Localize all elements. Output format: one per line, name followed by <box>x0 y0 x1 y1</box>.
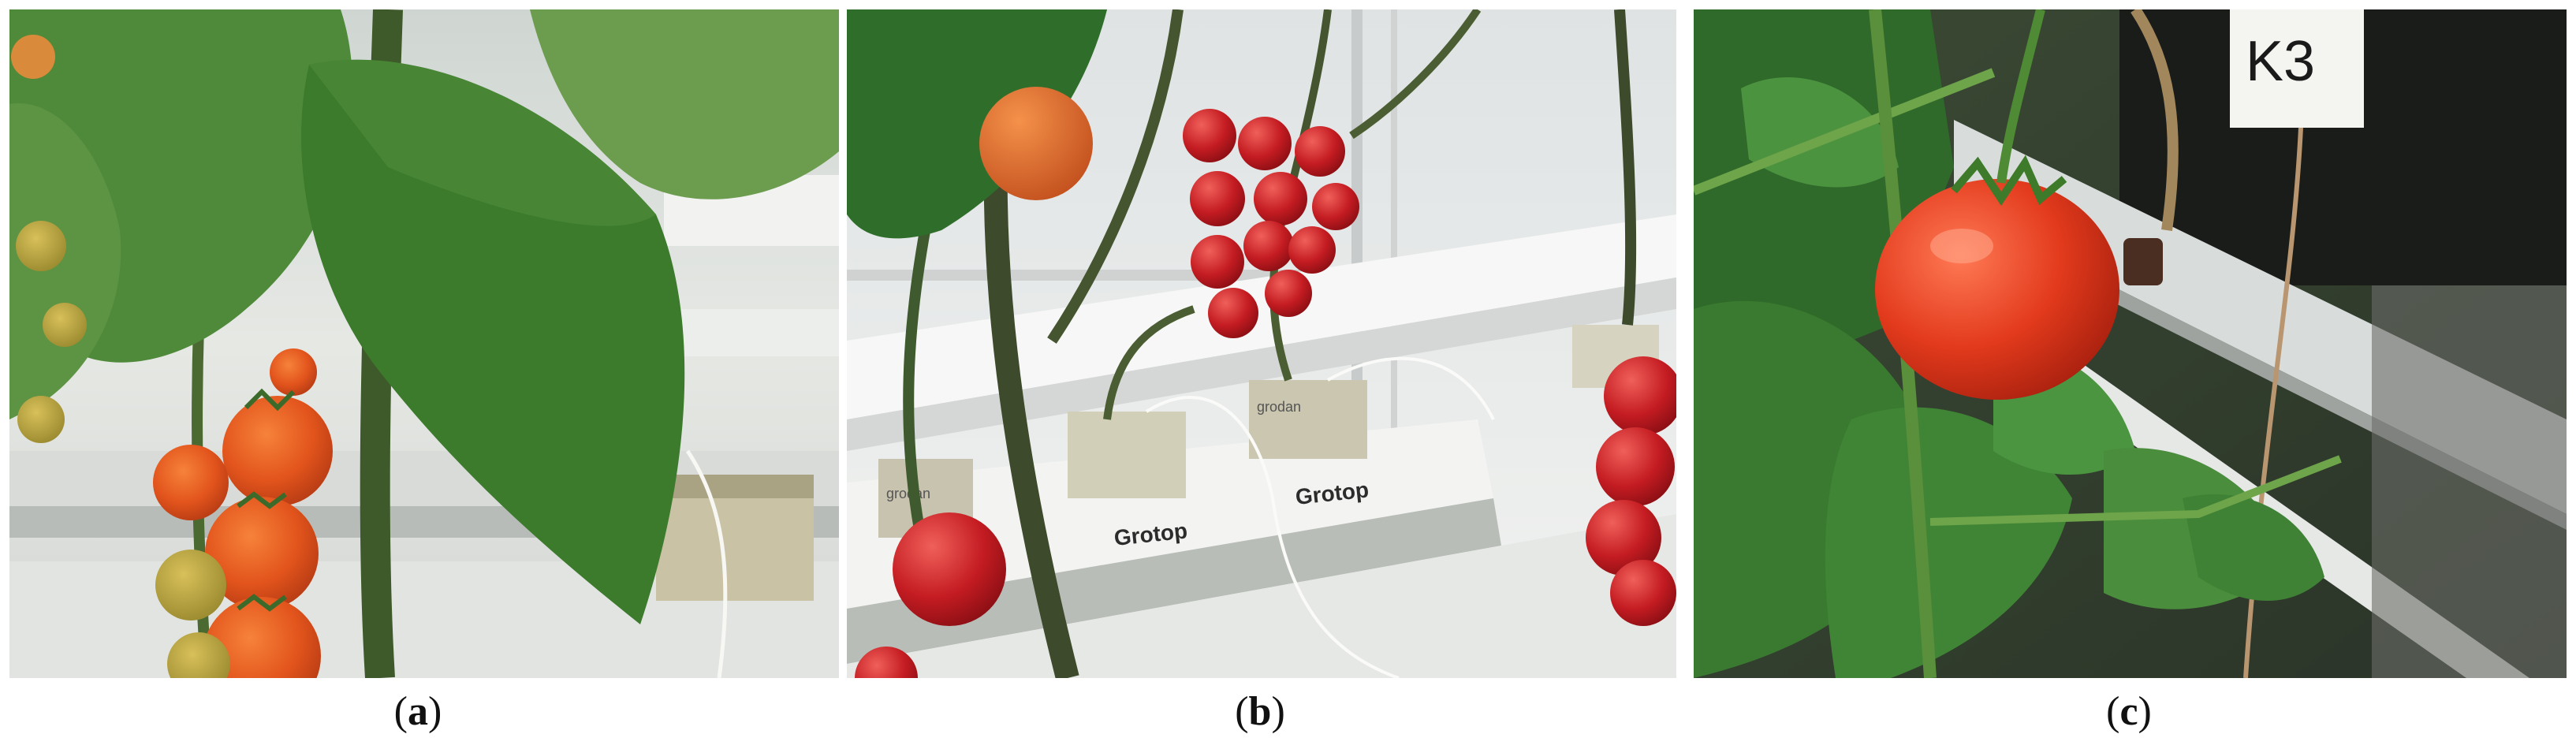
k3-tag-label: K3 <box>2246 30 2315 93</box>
panel-b-image: Grotop Grotop grodan grodan <box>847 9 1676 678</box>
panel-a-photo <box>9 9 839 678</box>
panel-c-image: K3 <box>1694 9 2567 678</box>
panel-c-photo: K3 <box>1694 9 2567 678</box>
caption-b-close: ) <box>1271 689 1285 734</box>
panel-a-image <box>9 9 839 678</box>
caption-b-open: ( <box>1235 689 1249 734</box>
caption-b-letter: b <box>1248 689 1272 734</box>
grodan-label-2: grodan <box>1257 399 1301 415</box>
caption-c-open: ( <box>2106 689 2120 734</box>
caption-c: (c) <box>2050 684 2208 740</box>
caption-c-letter: c <box>2119 689 2138 734</box>
caption-c-close: ) <box>2138 689 2152 734</box>
caption-a-letter: a <box>408 689 428 734</box>
caption-a-close: ) <box>428 689 442 734</box>
panel-b-photo: Grotop Grotop grodan grodan <box>847 9 1676 678</box>
caption-b: (b) <box>1181 684 1339 740</box>
caption-a-open: ( <box>393 689 408 734</box>
caption-a: (a) <box>339 684 497 740</box>
